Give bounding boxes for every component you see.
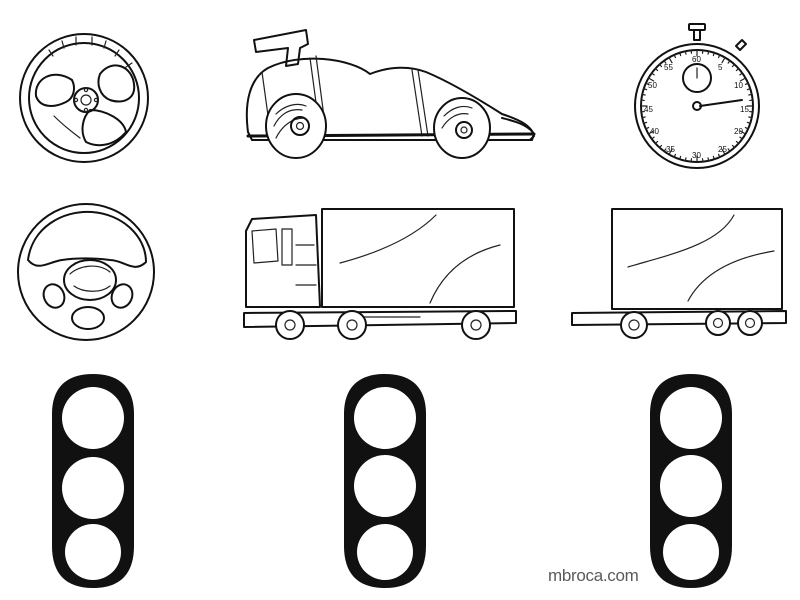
dial-tick xyxy=(651,136,655,140)
dial-tick xyxy=(641,116,646,119)
dial-tick xyxy=(654,140,659,145)
dial-tick xyxy=(744,82,749,86)
dial-tick xyxy=(654,67,659,72)
dial-tick xyxy=(717,54,721,59)
dial-tick xyxy=(739,136,743,140)
dial-number: 15 xyxy=(740,105,749,114)
dial-tick xyxy=(658,144,663,149)
dial-tick xyxy=(679,52,682,57)
dial-tick xyxy=(712,155,715,160)
dial-tick xyxy=(727,148,731,152)
dial-tick xyxy=(668,148,673,156)
dial-tick xyxy=(739,77,747,82)
dial-number: 60 xyxy=(692,55,701,64)
dial-number: 35 xyxy=(666,145,675,154)
dial-number: 30 xyxy=(692,151,701,160)
dial-tick xyxy=(643,121,648,124)
dial-tick xyxy=(707,50,710,55)
watermark-text: mbroca.com xyxy=(548,566,639,585)
dial-tick xyxy=(679,155,682,160)
dial-tick xyxy=(735,67,740,72)
dial-number: 20 xyxy=(734,127,743,136)
steering-wheel-round-icon xyxy=(14,200,158,344)
dial-tick xyxy=(744,126,749,130)
traffic-light-icon xyxy=(646,370,736,592)
dial-number: 10 xyxy=(734,81,743,90)
dial-tick xyxy=(673,153,677,158)
dial-tick xyxy=(748,93,753,96)
dial-number: 5 xyxy=(718,63,723,72)
dial-tick xyxy=(658,63,663,68)
dial-number: 50 xyxy=(648,81,657,90)
dial-tick xyxy=(717,153,721,158)
dial-tick xyxy=(731,144,736,149)
dial-number: 45 xyxy=(644,105,653,114)
box-truck-icon xyxy=(240,205,520,345)
dial-tick xyxy=(651,72,655,76)
dial-tick xyxy=(712,52,715,57)
dial-tick xyxy=(673,54,677,59)
dial-tick xyxy=(684,50,687,55)
dial-tick xyxy=(663,148,667,152)
dial-tick xyxy=(645,126,650,130)
dial-tick xyxy=(641,93,646,96)
dial-tick xyxy=(663,60,667,64)
traffic-light-icon xyxy=(48,370,138,592)
stopwatch-icon: 60 5 10 15 20 25 30 35 40 45 50 55 xyxy=(630,20,764,170)
dial-tick xyxy=(721,148,726,156)
dial-tick xyxy=(739,72,743,76)
dial-tick xyxy=(645,82,650,86)
dial-tick xyxy=(721,56,726,64)
dial-tick xyxy=(746,121,751,124)
dial-tick xyxy=(647,130,655,135)
dial-tick xyxy=(684,157,687,162)
steering-wheel-sport-icon xyxy=(14,28,154,168)
trailer-icon xyxy=(568,205,792,345)
dial-tick xyxy=(707,157,710,162)
dial-number: 55 xyxy=(664,63,673,72)
dial-tick xyxy=(668,56,673,64)
race-car-icon xyxy=(240,22,540,162)
dial-tick xyxy=(643,88,648,91)
dial-number: 40 xyxy=(650,127,659,136)
dial-tick xyxy=(735,140,740,145)
dial-tick xyxy=(746,88,751,91)
dial-tick xyxy=(731,63,736,68)
dial-tick xyxy=(647,77,655,82)
dial-tick xyxy=(748,116,753,119)
dial-tick xyxy=(727,60,731,64)
traffic-light-icon xyxy=(340,370,430,592)
dial-tick xyxy=(739,130,747,135)
dial-number: 25 xyxy=(718,145,727,154)
